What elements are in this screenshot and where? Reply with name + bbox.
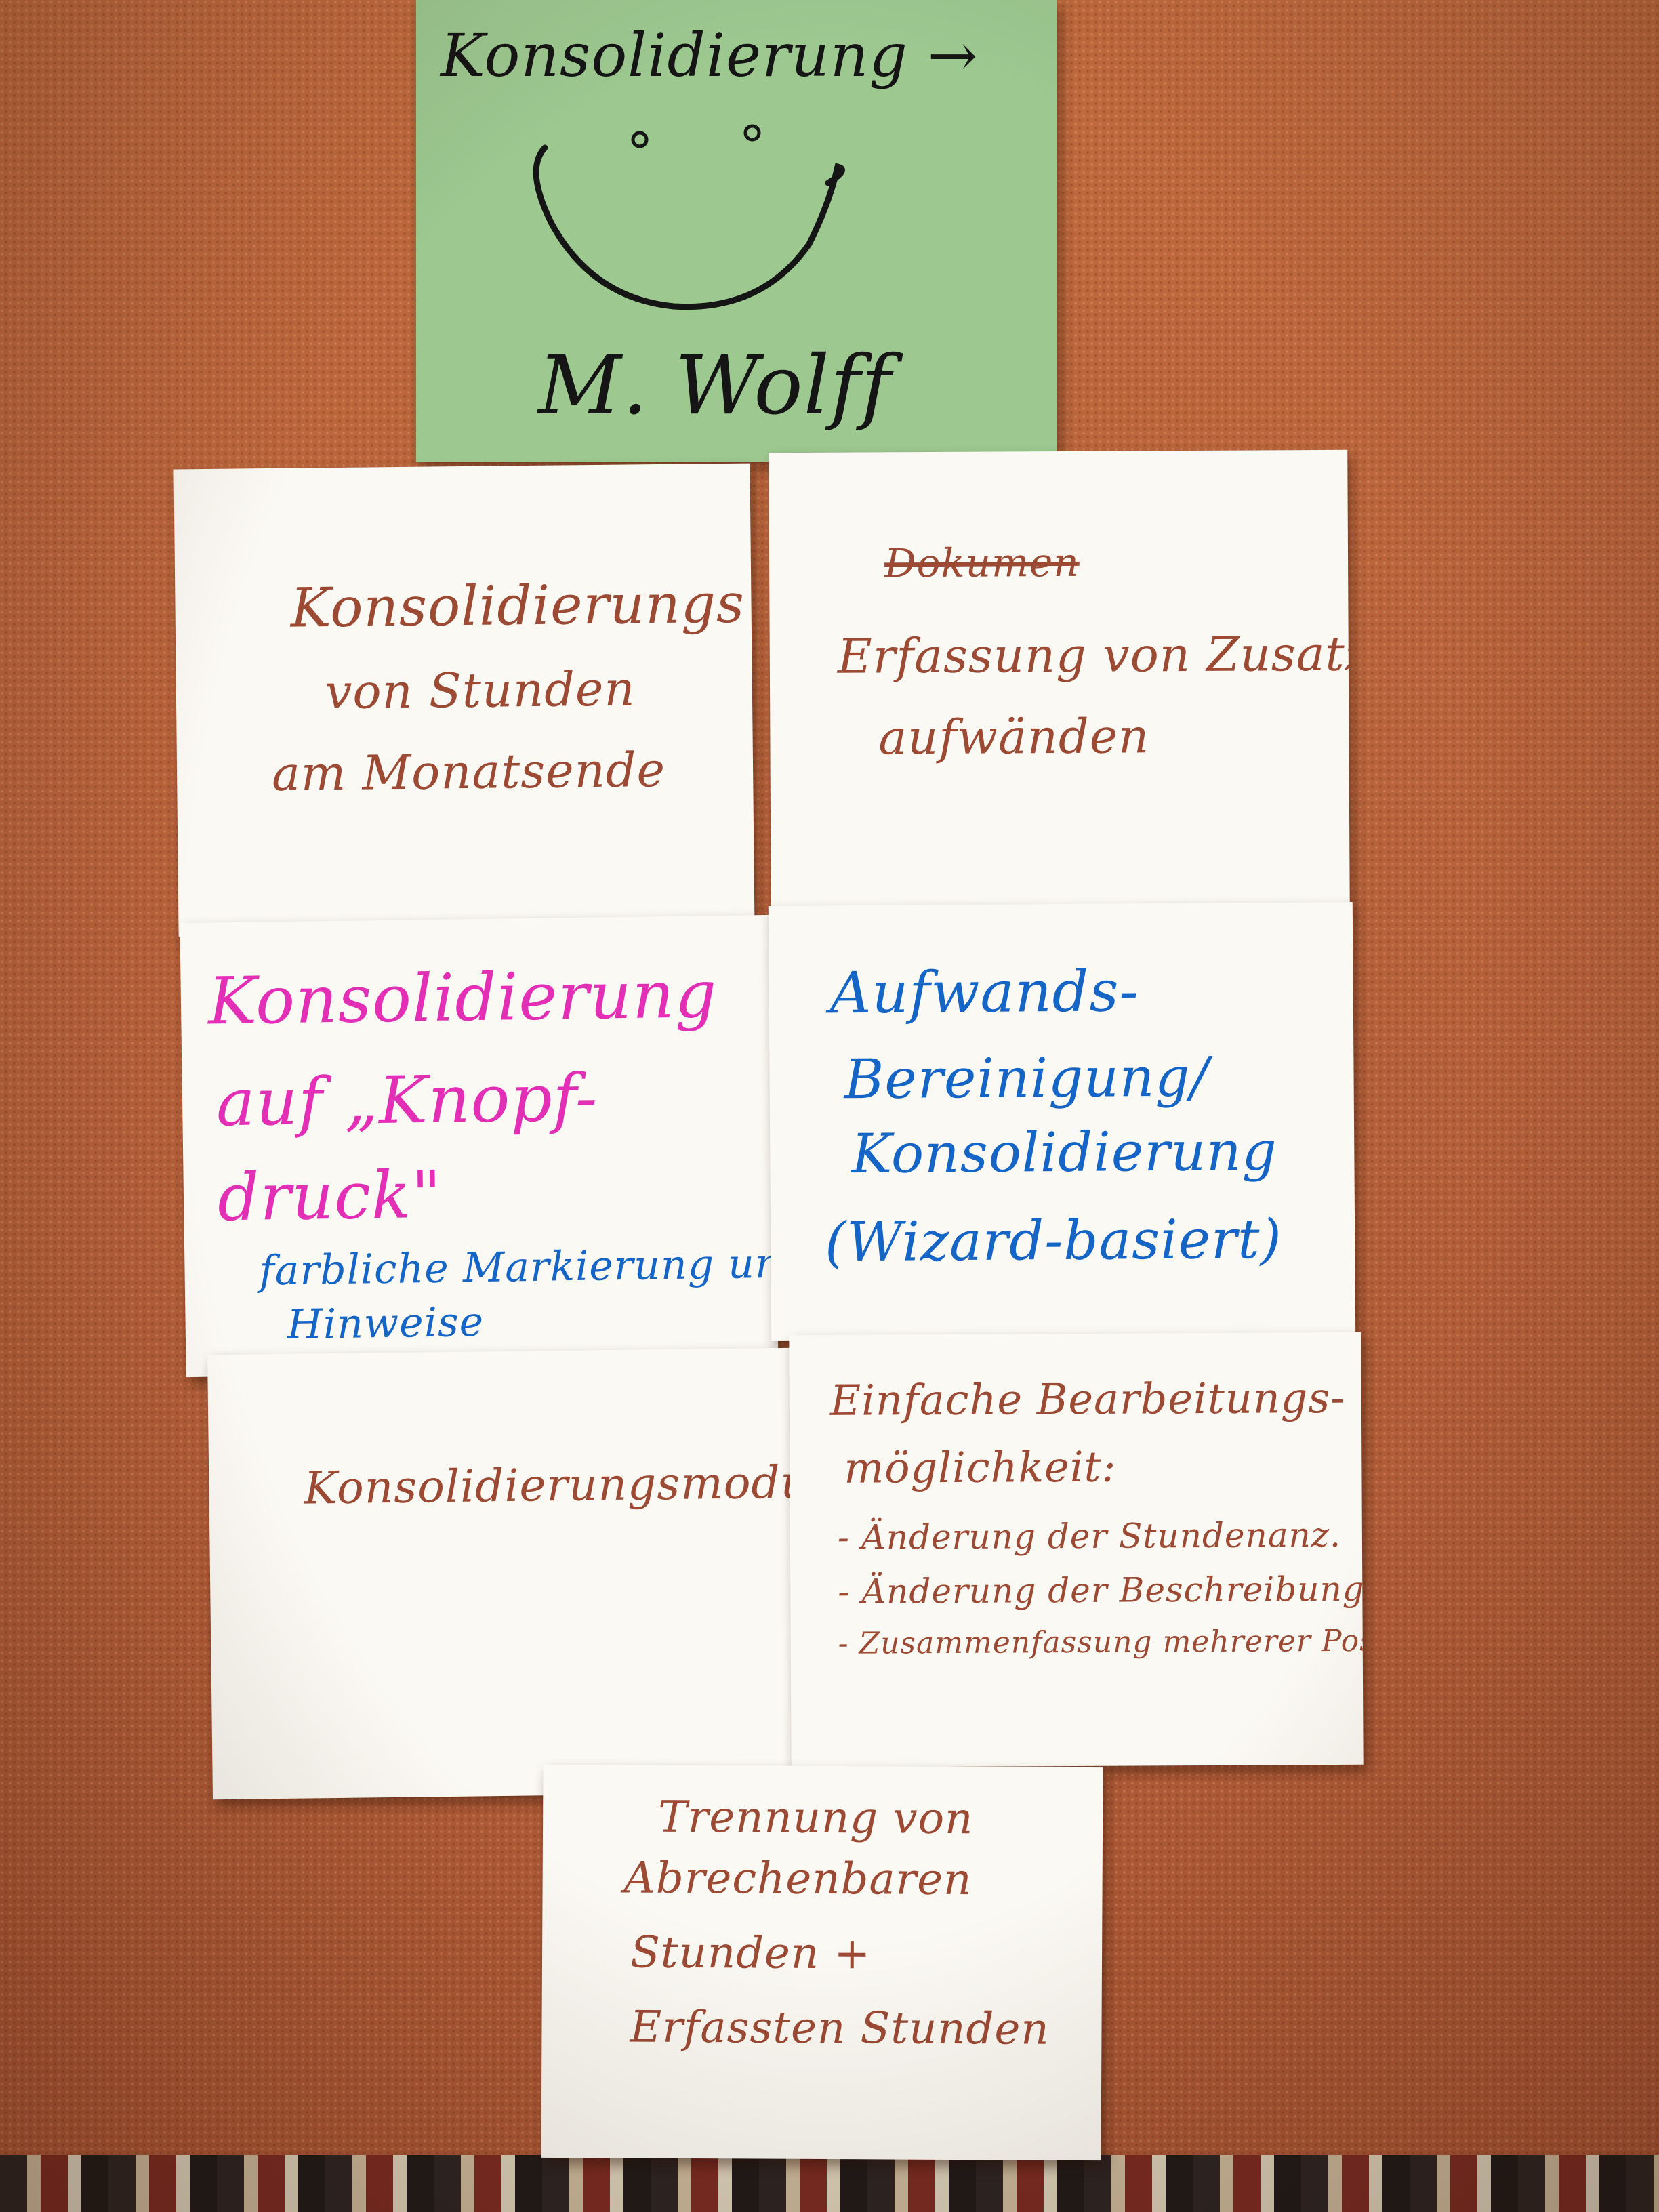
title-heading: Konsolidierung → — [441, 20, 979, 90]
card-line: aufwänden — [878, 708, 1150, 766]
card-line: - Änderung der Beschreibung — [838, 1569, 1364, 1612]
card-line: Trennung von — [657, 1792, 974, 1845]
card-line: Abrechenbaren — [623, 1853, 972, 1906]
card-line: - Zusammenfassung mehrerer Positionen — [838, 1622, 1364, 1661]
author-name: M. Wolff — [538, 339, 892, 433]
card-line: Bereinigung/ — [844, 1045, 1210, 1111]
card-line: Einfache Bearbeitungs- — [830, 1372, 1346, 1425]
card-line: auf „Knopf- — [216, 1059, 598, 1141]
card-line: Konsolidierung — [207, 956, 718, 1040]
card-wizard-consolidation: Aufwands- Bereinigung/ Konsolidierung (W… — [768, 901, 1356, 1342]
card-line: Hinweise — [287, 1298, 485, 1349]
card-line: Konsolidierungsmodus — [303, 1456, 797, 1515]
card-line: Erfassten Stunden — [630, 2002, 1050, 2055]
card-line: Konsolidierung — [851, 1119, 1277, 1186]
card-line: (Wizard-basiert) — [824, 1207, 1282, 1274]
card-additional-effort: Dokumen Erfassung von Zusatz- aufwänden — [769, 449, 1350, 914]
card-one-click-consolidation: Konsolidierung auf „Knopf- druck" farbli… — [180, 914, 779, 1378]
card-line: möglichkeit: — [844, 1441, 1117, 1493]
card-line: druck" — [217, 1156, 443, 1236]
card-line: Erfassung von Zusatz- — [837, 626, 1350, 684]
card-billable-hours: Trennung von Abrechenbaren Stunden + Erf… — [541, 1764, 1103, 2161]
title-card: Konsolidierung → M. Wolff — [416, 0, 1057, 462]
card-line: am Monatsende — [271, 741, 666, 802]
struck-word: Dokumen — [884, 539, 1080, 587]
card-line: - Änderung der Stundenanz. — [837, 1515, 1342, 1557]
card-line: farbliche Markierung und — [259, 1240, 779, 1295]
smiley-face-icon — [533, 124, 845, 310]
card-consolidation-month-end: Konsolidierungs von Stunden am Monatsend… — [173, 463, 755, 937]
card-consolidation-mode: Konsolidierungsmodus — [207, 1347, 797, 1800]
card-line: Aufwands- — [830, 958, 1140, 1027]
patterned-rug — [0, 2155, 1659, 2212]
card-easy-editing: Einfache Bearbeitungs- möglichkeit: - Än… — [789, 1332, 1364, 1768]
card-line: Konsolidierungs — [290, 571, 745, 640]
card-line: von Stunden — [325, 661, 636, 720]
card-line: Stunden + — [630, 1927, 872, 1980]
